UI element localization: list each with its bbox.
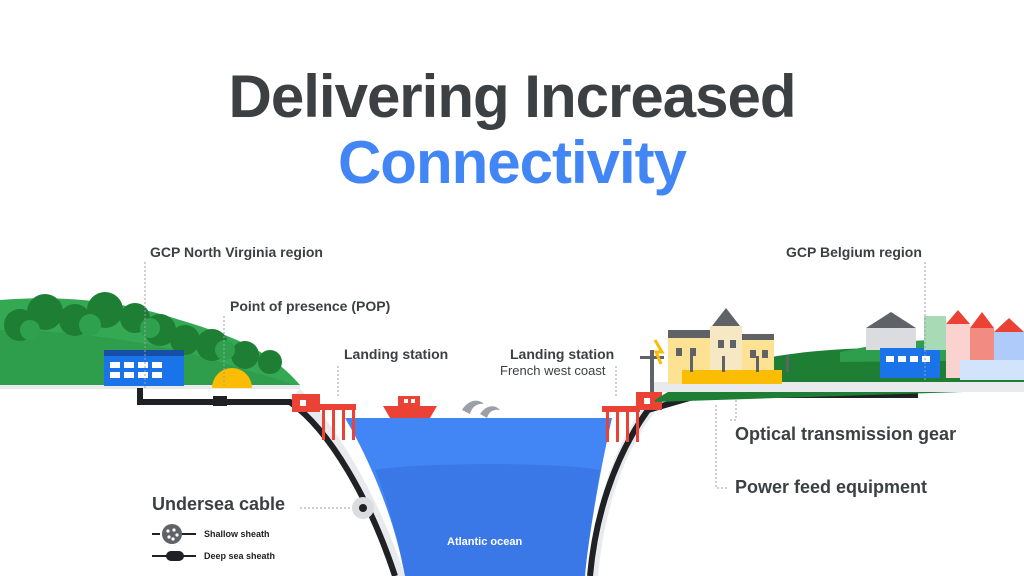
city-building-icon bbox=[866, 310, 1024, 380]
undersea-cable bbox=[137, 388, 398, 576]
label-landing-station-left: Landing station bbox=[344, 346, 449, 362]
ocean-deep bbox=[375, 464, 600, 576]
right-ground bbox=[650, 382, 1024, 392]
landing-station-icon bbox=[292, 394, 356, 440]
landing-station-icon bbox=[602, 392, 662, 442]
label-ocean: Atlantic ocean bbox=[447, 536, 523, 548]
dolphin-icon bbox=[462, 400, 500, 418]
label-landing-station-right-sub: French west coast bbox=[500, 363, 606, 378]
title-line-2: Connectivity bbox=[337, 129, 687, 196]
ship-icon bbox=[383, 396, 437, 418]
city-building-icon bbox=[668, 308, 789, 384]
ground-surface bbox=[0, 385, 300, 389]
cable-cross-section-icon bbox=[152, 524, 196, 544]
title-line-1: Delivering Increased bbox=[228, 63, 797, 130]
label-gcp-virginia: GCP North Virginia region bbox=[150, 244, 323, 260]
cable-cross-section-icon bbox=[152, 551, 196, 561]
label-gcp-belgium: GCP Belgium region bbox=[786, 244, 922, 260]
undersea-cable-right bbox=[587, 380, 918, 576]
label-optical-gear: Optical transmission gear bbox=[735, 424, 957, 444]
label-power-feed: Power feed equipment bbox=[735, 477, 928, 497]
label-pop: Point of presence (POP) bbox=[230, 298, 391, 314]
label-landing-station-right: Landing station bbox=[510, 346, 615, 362]
leader-lines bbox=[144, 262, 926, 509]
label-undersea-cable: Undersea cable bbox=[152, 494, 286, 514]
power-pole-icon bbox=[640, 339, 665, 392]
datacenter-building-icon bbox=[104, 350, 184, 386]
legend-shallow: Shallow sheath bbox=[204, 529, 270, 539]
pop-dome-icon bbox=[212, 368, 252, 388]
legend-deep: Deep sea sheath bbox=[204, 551, 276, 561]
